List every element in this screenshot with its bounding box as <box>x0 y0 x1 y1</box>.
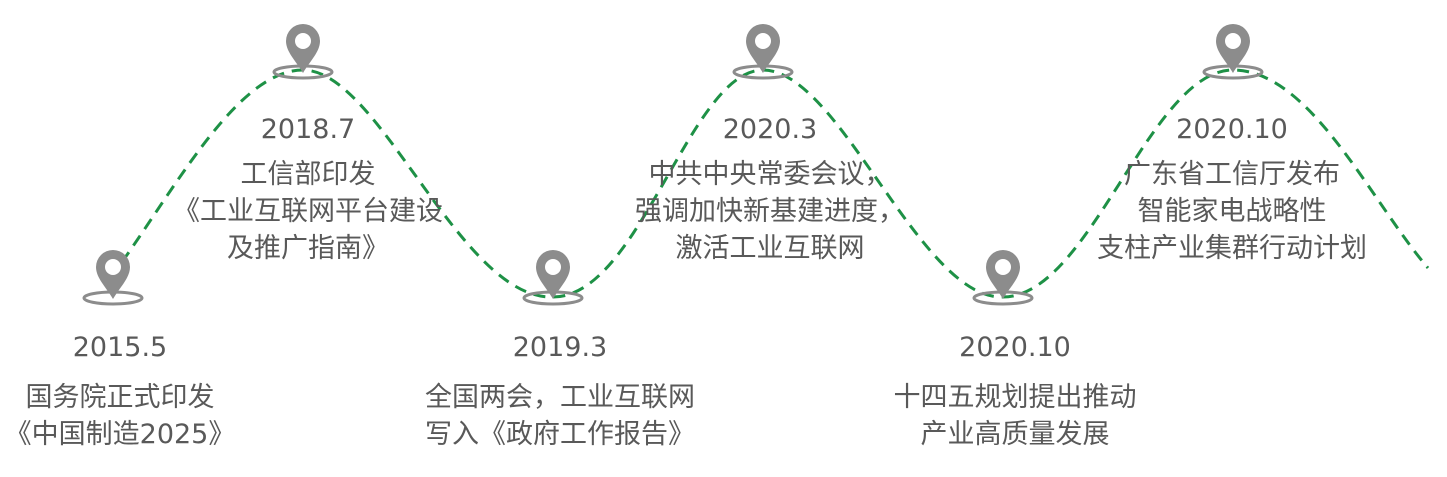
description-line: 广东省工信厅发布 <box>1124 159 1340 190</box>
description-line: 产业高质量发展 <box>920 419 1110 450</box>
milestone-2020-10-b: 2020.10 广东省工信厅发布 智能家电战略性 支柱产业集群行动计划 <box>1097 114 1367 267</box>
location-pin-icon <box>82 250 144 306</box>
milestone-date: 2020.10 <box>959 332 1071 363</box>
milestone-2020-10-a: 2020.10 十四五规划提出推动 产业高质量发展 <box>894 332 1137 453</box>
description-line: 及推广指南》 <box>227 233 389 264</box>
milestone-date: 2020.10 <box>1176 114 1288 145</box>
description-line: 激活工业互联网 <box>675 233 865 264</box>
location-pin-icon <box>1202 24 1264 80</box>
milestone-description: 全国两会，工业互联网 写入《政府工作报告》 <box>425 379 695 453</box>
location-pin-icon <box>732 24 794 80</box>
location-pin-icon <box>272 24 334 80</box>
location-pin-icon <box>522 250 584 306</box>
description-line: 十四五规划提出推动 <box>893 382 1137 413</box>
milestone-date: 2020.3 <box>722 114 818 145</box>
description-line: 智能家电战略性 <box>1137 196 1327 227</box>
milestone-description: 工信部印发 《工业互联网平台建设 及推广指南》 <box>173 156 443 267</box>
description-line: 全国两会，工业互联网 <box>425 382 695 413</box>
milestone-2020-3: 2020.3 中共中央常委会议， 强调加快新基建进度， 激活工业互联网 <box>635 114 905 267</box>
milestone-date: 2015.5 <box>72 332 168 363</box>
milestone-description: 国务院正式印发 《中国制造2025》 <box>5 379 236 453</box>
milestone-2015-5: 2015.5 国务院正式印发 《中国制造2025》 <box>5 332 236 453</box>
description-line: 国务院正式印发 <box>25 382 215 413</box>
milestone-date: 2018.7 <box>260 114 356 145</box>
description-line: 《工业互联网平台建设 <box>173 196 443 227</box>
description-line: 强调加快新基建进度， <box>635 196 905 227</box>
milestone-date: 2019.3 <box>512 332 608 363</box>
milestone-description: 十四五规划提出推动 产业高质量发展 <box>894 379 1137 453</box>
location-pin-icon <box>972 250 1034 306</box>
description-line: 《中国制造2025》 <box>4 419 236 450</box>
milestone-2019-3: 2019.3 全国两会，工业互联网 写入《政府工作报告》 <box>425 332 695 453</box>
milestone-description: 中共中央常委会议， 强调加快新基建进度， 激活工业互联网 <box>635 156 905 267</box>
milestone-2018-7: 2018.7 工信部印发 《工业互联网平台建设 及推广指南》 <box>173 114 443 267</box>
description-line: 支柱产业集群行动计划 <box>1097 233 1367 264</box>
description-line: 工信部印发 <box>240 159 376 190</box>
milestone-description: 广东省工信厅发布 智能家电战略性 支柱产业集群行动计划 <box>1097 156 1367 267</box>
description-line: 写入《政府工作报告》 <box>425 419 695 450</box>
description-line: 中共中央常委会议， <box>648 159 892 190</box>
